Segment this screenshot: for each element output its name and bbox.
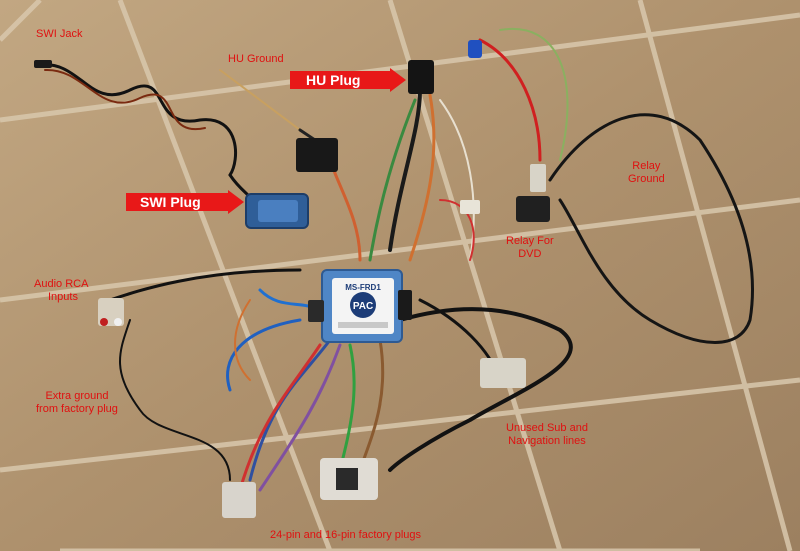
factory-plug-16-inner [336,468,358,490]
rca-white-tip [114,318,122,326]
wire-bundle [38,27,754,492]
audio-rca-line-1: Audio RCA [34,278,89,290]
audio-rca-line-2: Inputs [48,291,78,303]
relay-ground-line-2: Ground [628,173,665,185]
relay-plug [530,164,546,192]
swi-jack-label: SWI Jack [36,28,83,40]
hu-ground-label: HU Ground [228,53,284,65]
rca-red-tip [100,318,108,326]
hu-plug-connector-2 [296,138,338,172]
hu-plug-label: HU Plug [306,72,361,88]
extra-ground-label: Extra ground from factory plug [36,390,118,416]
swi-plug-label: SWI Plug [140,194,201,210]
pac-side-connector [398,290,412,320]
factory-plug-24 [222,482,256,518]
relay-dvd-line-1: Relay For [506,235,554,247]
hu-plug-connector [408,60,434,94]
extra-ground-line-2: from factory plug [36,403,118,415]
extra-ground-line-1: Extra ground [45,390,109,402]
audio-rca-label: Audio RCA Inputs [34,278,88,304]
pac-brand-text: PAC [353,301,373,312]
blue-cap [468,40,482,58]
pac-left-connector [308,300,324,322]
relay-dvd-label: Relay For DVD [506,235,554,261]
unused-lines-line-1: Unused Sub and [506,422,588,434]
swi-jack-plug [34,60,52,68]
hu-plug-arrow: HU Plug [290,68,408,92]
pac-logo-disc [350,292,376,318]
swi-module-face [258,200,298,222]
relay-block [516,196,550,222]
pac-fine-print [338,322,388,328]
unused-plugs [480,358,526,388]
unused-lines-line-2: Navigation lines [508,435,586,447]
relay-ground-line-1: Relay [632,160,661,172]
unused-lines-label: Unused Sub and Navigation lines [506,422,588,448]
swi-plug-arrow: SWI Plug [126,190,246,214]
relay-ground-label: Relay Ground [628,160,665,186]
white-connector [460,200,480,214]
pac-model-text: MS-FRD1 [345,283,381,292]
factory-plugs-label: 24-pin and 16-pin factory plugs [270,529,422,541]
relay-dvd-line-2: DVD [518,248,542,260]
